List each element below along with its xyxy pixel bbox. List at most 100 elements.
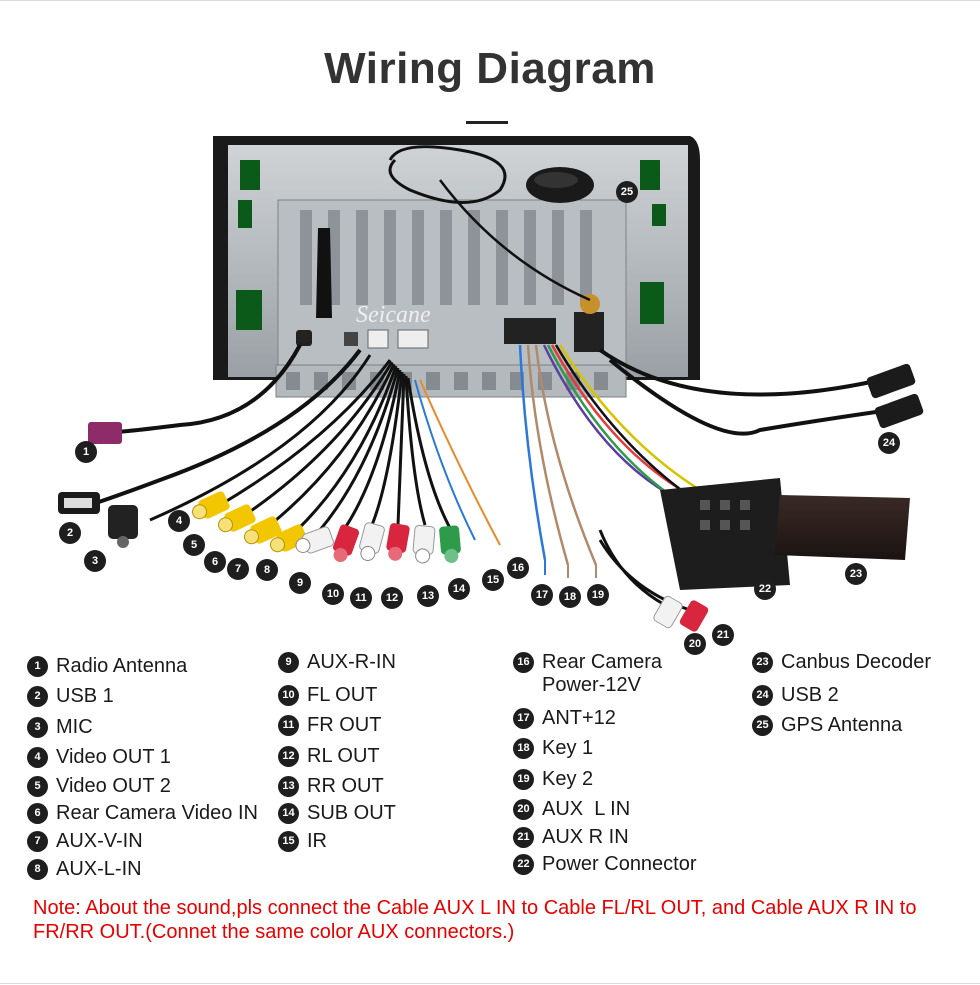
bottom-divider (0, 983, 980, 984)
head-unit: Seicane (213, 136, 700, 398)
legend-item: 8 AUX-L-IN (27, 858, 142, 881)
callout-badge: 25 (616, 181, 638, 203)
number-badge: 5 (27, 776, 48, 797)
legend-label: Key 2 (542, 768, 594, 790)
callout-badge: 15 (482, 569, 504, 591)
top-divider (0, 0, 980, 1)
canbus-decoder-box (775, 495, 910, 560)
number-badge: 19 (513, 769, 534, 790)
legend-label: Key 1 (542, 737, 594, 759)
legend-label: AUX L IN (542, 798, 631, 820)
number-badge: 7 (27, 831, 48, 852)
callout-badge: 16 (507, 557, 529, 579)
legend-label: FR OUT (307, 714, 382, 736)
gps-antenna (388, 145, 594, 302)
callout-badge: 5 (183, 534, 205, 556)
callout-badge: 7 (227, 558, 249, 580)
callout-badge: 8 (256, 559, 278, 581)
number-badge: 12 (278, 746, 299, 767)
number-badge: 3 (27, 717, 48, 738)
number-badge: 17 (513, 708, 534, 729)
legend-label: FL OUT (307, 684, 378, 706)
legend-label: AUX-L-IN (56, 858, 142, 880)
callout-badge: 13 (417, 585, 439, 607)
callout-badge: 19 (587, 584, 609, 606)
number-badge: 8 (27, 859, 48, 880)
legend-label: RL OUT (307, 745, 380, 767)
legend-label: SUB OUT (307, 802, 396, 824)
title-underline (466, 121, 508, 124)
callout-badge: 21 (712, 624, 734, 646)
legend-item: 14 SUB OUT (278, 802, 396, 825)
callout-badge: 24 (878, 432, 900, 454)
callout-badge: 11 (350, 587, 372, 609)
legend-label: AUX-V-IN (56, 830, 143, 852)
legend-item: 19 Key 2 (513, 768, 593, 791)
callout-badge: 12 (381, 587, 403, 609)
callout-badge: 14 (448, 578, 470, 600)
legend-label: RR OUT (307, 775, 384, 797)
legend-item: 11 FR OUT (278, 714, 381, 737)
legend-item: 21 AUX R IN (513, 826, 629, 849)
callout-badge: 10 (322, 583, 344, 605)
legend-label: Video OUT 1 (56, 746, 171, 768)
watermark: Seicane (356, 302, 431, 328)
legend-item: 15 IR (278, 830, 327, 853)
number-badge: 25 (752, 715, 773, 736)
callout-badge: 1 (75, 441, 97, 463)
callout-badge: 9 (289, 572, 311, 594)
legend-item: 3 MIC (27, 716, 93, 739)
callout-badge: 22 (754, 578, 776, 600)
legend-item: 20 AUX L IN (513, 798, 630, 821)
page-title: Wiring Diagram (324, 44, 656, 93)
legend-label: Rear Camera Video IN (56, 802, 258, 824)
number-badge: 20 (513, 799, 534, 820)
legend-item: 13 RR OUT (278, 775, 384, 798)
legend-item: 6 Rear Camera Video IN (27, 802, 258, 825)
legend-label: USB 2 (781, 684, 839, 706)
number-badge: 22 (513, 854, 534, 875)
legend-item: 24 USB 2 (752, 684, 839, 707)
power-connector (660, 478, 790, 590)
legend-label: AUX R IN (542, 826, 629, 848)
legend-item: 17 ANT+12 (513, 707, 616, 730)
callout-badge: 3 (84, 550, 106, 572)
number-badge: 11 (278, 715, 299, 736)
legend-item: 7 AUX-V-IN (27, 830, 143, 853)
sound-note: Note: About the sound,pls connect the Ca… (33, 897, 917, 943)
callout-badge: 23 (845, 563, 867, 585)
legend-label: GPS Antenna (781, 714, 903, 736)
callout-badge: 4 (168, 510, 190, 532)
legend-label: IR (307, 830, 327, 852)
number-badge: 21 (513, 827, 534, 848)
number-badge: 6 (27, 803, 48, 824)
callout-badge: 20 (684, 633, 706, 655)
legend-item: 12 RL OUT (278, 745, 380, 768)
rca-plugs (191, 491, 461, 564)
number-badge: 15 (278, 831, 299, 852)
usb2-plug (866, 363, 916, 399)
legend-item: 4 Video OUT 1 (27, 746, 171, 769)
number-badge: 18 (513, 738, 534, 759)
legend-item: 5 Video OUT 2 (27, 775, 171, 798)
number-badge: 13 (278, 776, 299, 797)
legend-label: ANT+12 (542, 707, 616, 729)
callout-badge: 17 (531, 584, 553, 606)
mic-plug (108, 505, 138, 539)
number-badge: 14 (278, 803, 299, 824)
number-badge: 4 (27, 747, 48, 768)
number-badge: 10 (278, 685, 299, 706)
number-badge: 24 (752, 685, 773, 706)
legend-item: 18 Key 1 (513, 737, 593, 760)
legend-label: USB 1 (56, 685, 114, 707)
wiring-illustration: Seicane (58, 136, 924, 632)
radio-antenna-plug (88, 422, 122, 444)
legend-label: Video OUT 2 (56, 775, 171, 797)
callout-badge: 2 (59, 522, 81, 544)
callout-badge: 18 (559, 586, 581, 608)
legend-item: 25 GPS Antenna (752, 714, 902, 737)
legend-label: MIC (56, 716, 93, 738)
callout-badge: 6 (204, 551, 226, 573)
